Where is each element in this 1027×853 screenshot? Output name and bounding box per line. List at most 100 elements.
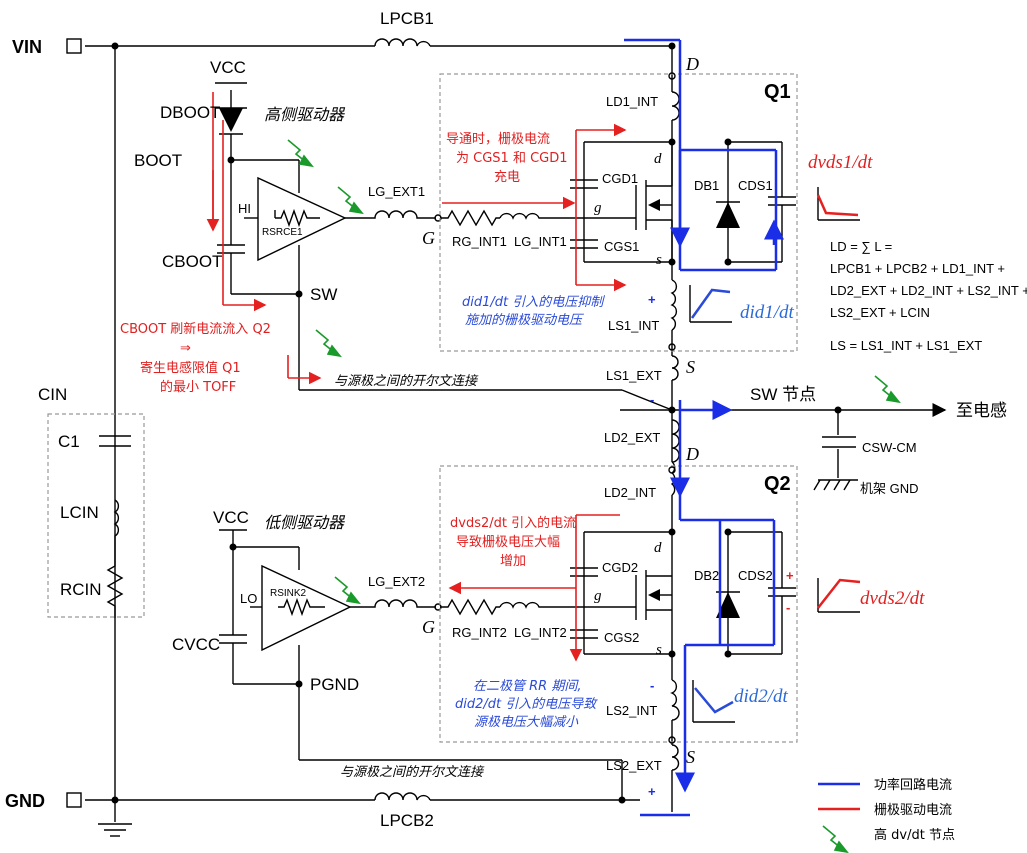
blue-note-1: did1/dt 引入的电压抑制: [462, 295, 605, 310]
cds2-label: CDS2: [738, 568, 773, 583]
boot-label: BOOT: [134, 151, 182, 170]
q2-s-label: s: [656, 642, 662, 658]
plus-cds2: +: [786, 568, 794, 583]
ls2ext-label: LS2_EXT: [606, 758, 662, 773]
vin-terminal: [66, 38, 82, 54]
cvcc-label: CVCC: [172, 635, 220, 654]
d2-label: D: [685, 444, 699, 464]
dboot-label: DBOOT: [160, 103, 220, 122]
rsrce1-label: RSRCE1: [262, 227, 303, 238]
legend-power-loop: 功率回路电流: [874, 777, 952, 793]
g2-label: G: [422, 617, 435, 637]
ls1int-label: LS1_INT: [608, 318, 659, 333]
hi-label: HI: [238, 201, 251, 216]
red-note-10: 增加: [500, 554, 526, 569]
equation-2: LPCB1 + LPCB2 + LD1_INT +: [830, 261, 1005, 276]
dvds1-label: dvds1/dt: [808, 152, 873, 173]
db1-label: DB1: [694, 178, 719, 193]
q1-s-label: s: [656, 252, 662, 268]
blue-note-5: 源极电压大幅减小: [474, 715, 579, 730]
resistor-rgint2: [440, 598, 500, 616]
q1-label: Q1: [764, 81, 791, 103]
low-side-driver-label: 低侧驱动器: [264, 513, 346, 532]
resistor-rcin: [106, 560, 124, 618]
dvdt-markers: [287, 139, 901, 853]
g1-label: G: [422, 228, 435, 248]
inductor-ld1int: [671, 91, 680, 121]
vcc-bottom-label: VCC: [213, 508, 249, 527]
s2-label: S: [686, 747, 695, 767]
minus-q2: -: [650, 678, 654, 693]
inductor-lgint1: [499, 212, 584, 220]
inductor-ls1int: [670, 279, 678, 331]
waveform-dvds2: [817, 578, 861, 613]
high-side-driver: [215, 82, 673, 411]
q1-mosfet: [570, 141, 796, 263]
rgint1-label: RG_INT1: [452, 234, 507, 249]
cgs1-label: CGS1: [604, 239, 639, 254]
cin-label: CIN: [38, 385, 67, 404]
low-side-driver: [219, 529, 623, 800]
blue-note-4: did2/dt 引入的电压导致: [455, 697, 598, 712]
lgext2-label: LG_EXT2: [368, 574, 425, 589]
inductor-ld2ext: [671, 419, 680, 463]
equation-1: LD = ∑ L =: [830, 239, 892, 254]
inductor-lgint2: [499, 601, 584, 609]
ls1ext-label: LS1_EXT: [606, 368, 662, 383]
gate-drive-current: [206, 92, 627, 662]
gate-node-1: [434, 214, 442, 222]
inductor-ls2ext: [671, 744, 680, 771]
equation-5: LS = LS1_INT + LS1_EXT: [830, 338, 982, 353]
q2-mosfet: [570, 531, 796, 655]
plus-q2: +: [648, 784, 656, 799]
waveform-did1: [689, 285, 732, 323]
d1-label: D: [685, 54, 699, 74]
cswcm-label: CSW-CM: [862, 440, 917, 455]
red-note-7: 的最小 TOFF: [160, 379, 236, 395]
rcin-label: RCIN: [60, 580, 102, 599]
kelvin-bottom-label: 与源极之间的开尔文连接: [340, 764, 485, 780]
plus-q1: +: [648, 292, 656, 307]
cgd2-label: CGD2: [602, 560, 638, 575]
ld2int-label: LD2_INT: [604, 485, 656, 500]
vcc-top-label: VCC: [210, 58, 246, 77]
lpcb1-label: LPCB1: [380, 9, 434, 28]
equation-4: LS2_EXT + LCIN: [830, 305, 930, 320]
did1-label: did1/dt: [740, 302, 795, 323]
inductor-ls2int: [670, 679, 680, 721]
did2-label: did2/dt: [734, 686, 789, 707]
cgd1-label: CGD1: [602, 171, 638, 186]
q1-box: [439, 73, 798, 352]
waveform-dvds1: [816, 187, 860, 221]
q2-label: Q2: [764, 473, 791, 495]
blue-note-3: 在二极管 RR 期间,: [473, 679, 581, 694]
ld2ext-label: LD2_EXT: [604, 430, 660, 445]
legend-gate-drive: 栅极驱动电流: [874, 803, 952, 818]
minus-q1: -: [650, 392, 654, 407]
cds1-label: CDS1: [738, 178, 773, 193]
main-wiring: [85, 45, 947, 837]
ld1int-label: LD1_INT: [606, 94, 658, 109]
red-note-3: 充电: [494, 169, 520, 185]
cin-box: [47, 413, 145, 618]
lgint2-label: LG_INT2: [514, 625, 567, 640]
resistor-rgint1: [440, 209, 500, 227]
q1-d-label: d: [654, 151, 662, 167]
lcin-label: LCIN: [60, 503, 99, 522]
inductor-lgext2: [350, 599, 436, 608]
q2-g-label: g: [594, 588, 602, 604]
waveform-did2: [692, 680, 735, 723]
kelvin-top-label: 与源极之间的开尔文连接: [334, 373, 479, 389]
s1-label: S: [686, 357, 695, 377]
gate-node-2: [434, 603, 442, 611]
pgnd-label: PGND: [310, 675, 359, 694]
lgext1-label: LG_EXT1: [368, 184, 425, 199]
sw-node-label: SW 节点: [750, 385, 816, 404]
sw-label: SW: [310, 285, 337, 304]
gnd-terminal: [66, 792, 82, 808]
high-side-driver-label: 高侧驱动器: [264, 105, 346, 124]
q1-g-label: g: [594, 200, 602, 216]
red-note-4: CBOOT 刷新电流流入 Q2: [120, 321, 271, 337]
lgint1-label: LG_INT1: [514, 234, 567, 249]
